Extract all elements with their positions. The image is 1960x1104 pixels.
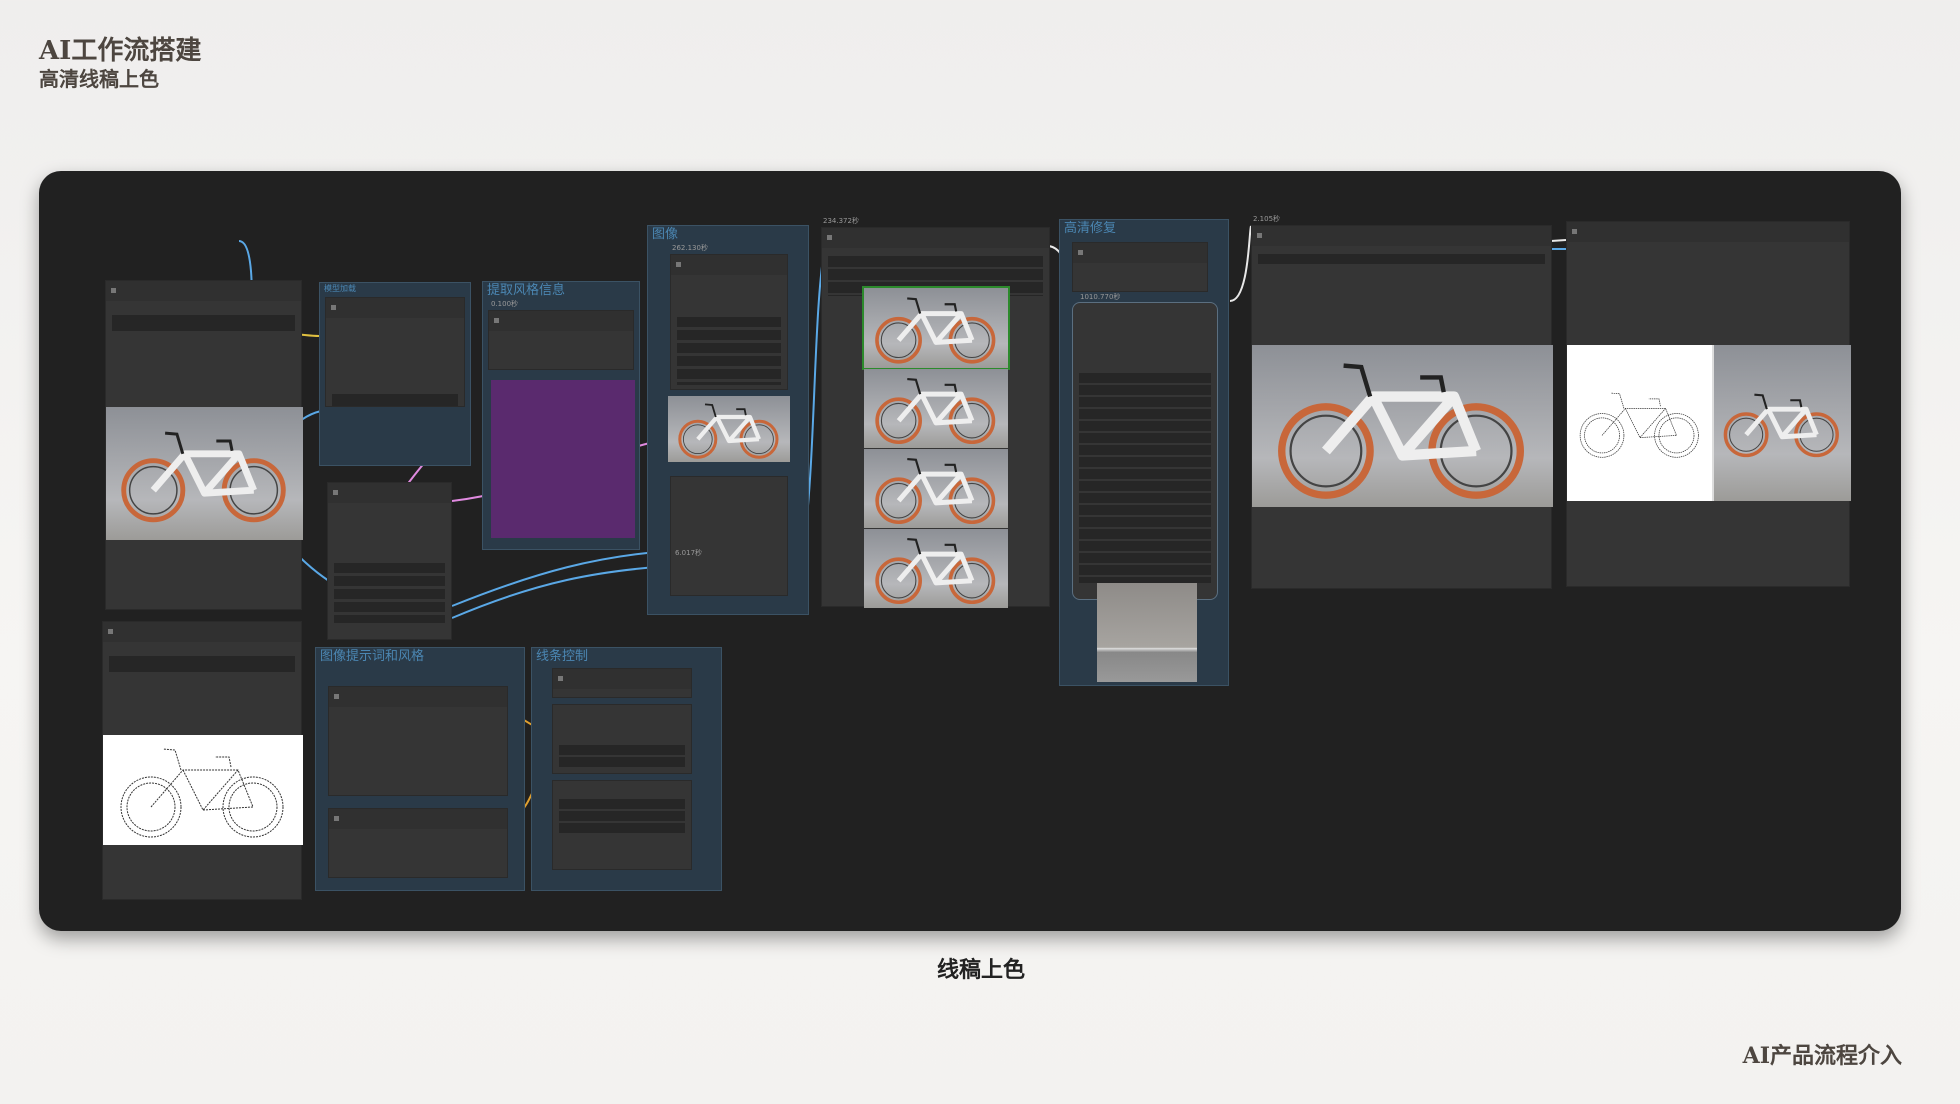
style-region [491, 380, 635, 538]
image-compare-node[interactable] [1566, 221, 1851, 587]
node-header [822, 228, 1049, 248]
bicycle-photo[interactable] [862, 286, 1010, 370]
node-field[interactable] [112, 315, 295, 331]
group-label: 线条控制 [536, 649, 589, 664]
wire [451, 565, 670, 619]
node-header[interactable] [106, 281, 301, 301]
node-header [671, 255, 787, 275]
node-header [553, 669, 691, 689]
preview-image-node[interactable] [1251, 225, 1553, 589]
bicycle-sketch [103, 735, 303, 845]
node-fields[interactable] [559, 799, 685, 833]
group-label: 高清修复 [1064, 221, 1117, 236]
bike-icon [864, 369, 1008, 448]
node-timing: 2.105秒 [1253, 215, 1281, 223]
bicycle-sketch [1567, 345, 1713, 501]
controlnet-loader-node[interactable] [552, 668, 692, 698]
style-node[interactable] [488, 310, 634, 370]
ksampler-node[interactable] [670, 254, 788, 390]
wire [1229, 225, 1252, 302]
checkpoint-loader-node[interactable] [325, 297, 465, 407]
node-header [1073, 243, 1207, 263]
node-header [328, 483, 451, 503]
upscale-model-node[interactable] [1072, 242, 1208, 292]
comparison-slider[interactable] [1712, 345, 1714, 501]
node-timing: 6.017秒 [675, 549, 703, 557]
bike-sketch-icon [103, 735, 303, 845]
node-fields[interactable] [334, 563, 445, 623]
bike-icon [864, 288, 1008, 368]
group-style[interactable]: 提取风格信息 0.100秒 [482, 281, 640, 550]
node-header[interactable] [103, 622, 301, 642]
node-timing: 0.100秒 [491, 300, 519, 308]
load-image-node[interactable] [105, 280, 303, 610]
bike-sketch-icon [1567, 345, 1713, 501]
node-field[interactable] [1258, 254, 1545, 264]
group-label: 模型加载 [324, 284, 356, 293]
bike-icon [668, 396, 790, 462]
page-subtitle: 高清线稿上色 [39, 67, 159, 91]
group-label: 图像提示词和风格 [320, 649, 425, 664]
bike-icon [864, 529, 1008, 608]
bicycle-photo [1713, 345, 1851, 501]
node-timing: 234.372秒 [823, 217, 859, 225]
workflow-canvas[interactable]: 模型加载 提取风格信息 0.100秒 图像 262.130秒 6.017秒 23… [39, 171, 1901, 931]
negative-prompt-node[interactable] [328, 808, 508, 878]
bike-icon [106, 407, 303, 540]
wire [451, 550, 670, 607]
bicycle-photo [1252, 345, 1553, 507]
node-header [489, 311, 633, 331]
bike-icon [1713, 345, 1851, 501]
group-label: 图像 [652, 227, 679, 242]
load-sketch-node[interactable] [102, 621, 303, 900]
node-timing: 1010.770秒 [1080, 293, 1121, 301]
node-header [329, 809, 507, 829]
node-fields[interactable] [559, 745, 685, 769]
bike-icon [864, 449, 1008, 528]
group-label: 提取风格信息 [487, 283, 566, 298]
upscale-sampler-node[interactable] [1072, 302, 1218, 600]
node-fields[interactable] [1079, 373, 1211, 583]
wire [1550, 239, 1567, 242]
encoder-node[interactable] [327, 482, 452, 640]
node-field[interactable] [109, 656, 295, 672]
group-prompt[interactable]: 图像提示词和风格 [315, 647, 525, 891]
bike-icon [1252, 345, 1553, 507]
bicycle-photo[interactable] [864, 529, 1008, 608]
group-gen[interactable]: 图像 262.130秒 6.017秒 [647, 225, 809, 615]
bicycle-photo[interactable] [864, 449, 1008, 528]
caption: 线稿上色 [936, 958, 1025, 983]
bicycle-photo [106, 407, 303, 540]
bicycle-photo[interactable] [864, 369, 1008, 448]
group-model[interactable]: 模型加载 [319, 282, 471, 466]
node-fields[interactable] [677, 317, 781, 385]
upscaled-preview [1097, 583, 1197, 682]
footer-label: AI产品流程介入 [1742, 1043, 1902, 1069]
controlnet-node[interactable]: 6.017秒 [670, 476, 788, 596]
lineart-preprocessor-node[interactable] [552, 780, 692, 870]
group-hires[interactable]: 高清修复 1010.770秒 [1059, 219, 1229, 686]
apply-controlnet-node[interactable] [552, 704, 692, 774]
page-title: AI工作流搭建 [39, 36, 202, 66]
group-line[interactable]: 线条控制 [531, 647, 722, 891]
image-batch-node[interactable] [821, 227, 1050, 608]
bicycle-photo [668, 396, 790, 462]
node-field[interactable] [332, 394, 458, 406]
node-timing: 262.130秒 [672, 244, 708, 252]
node-header [329, 687, 507, 707]
node-header [326, 298, 464, 318]
node-header [1252, 226, 1551, 246]
node-header [1567, 222, 1849, 242]
positive-prompt-node[interactable] [328, 686, 508, 796]
